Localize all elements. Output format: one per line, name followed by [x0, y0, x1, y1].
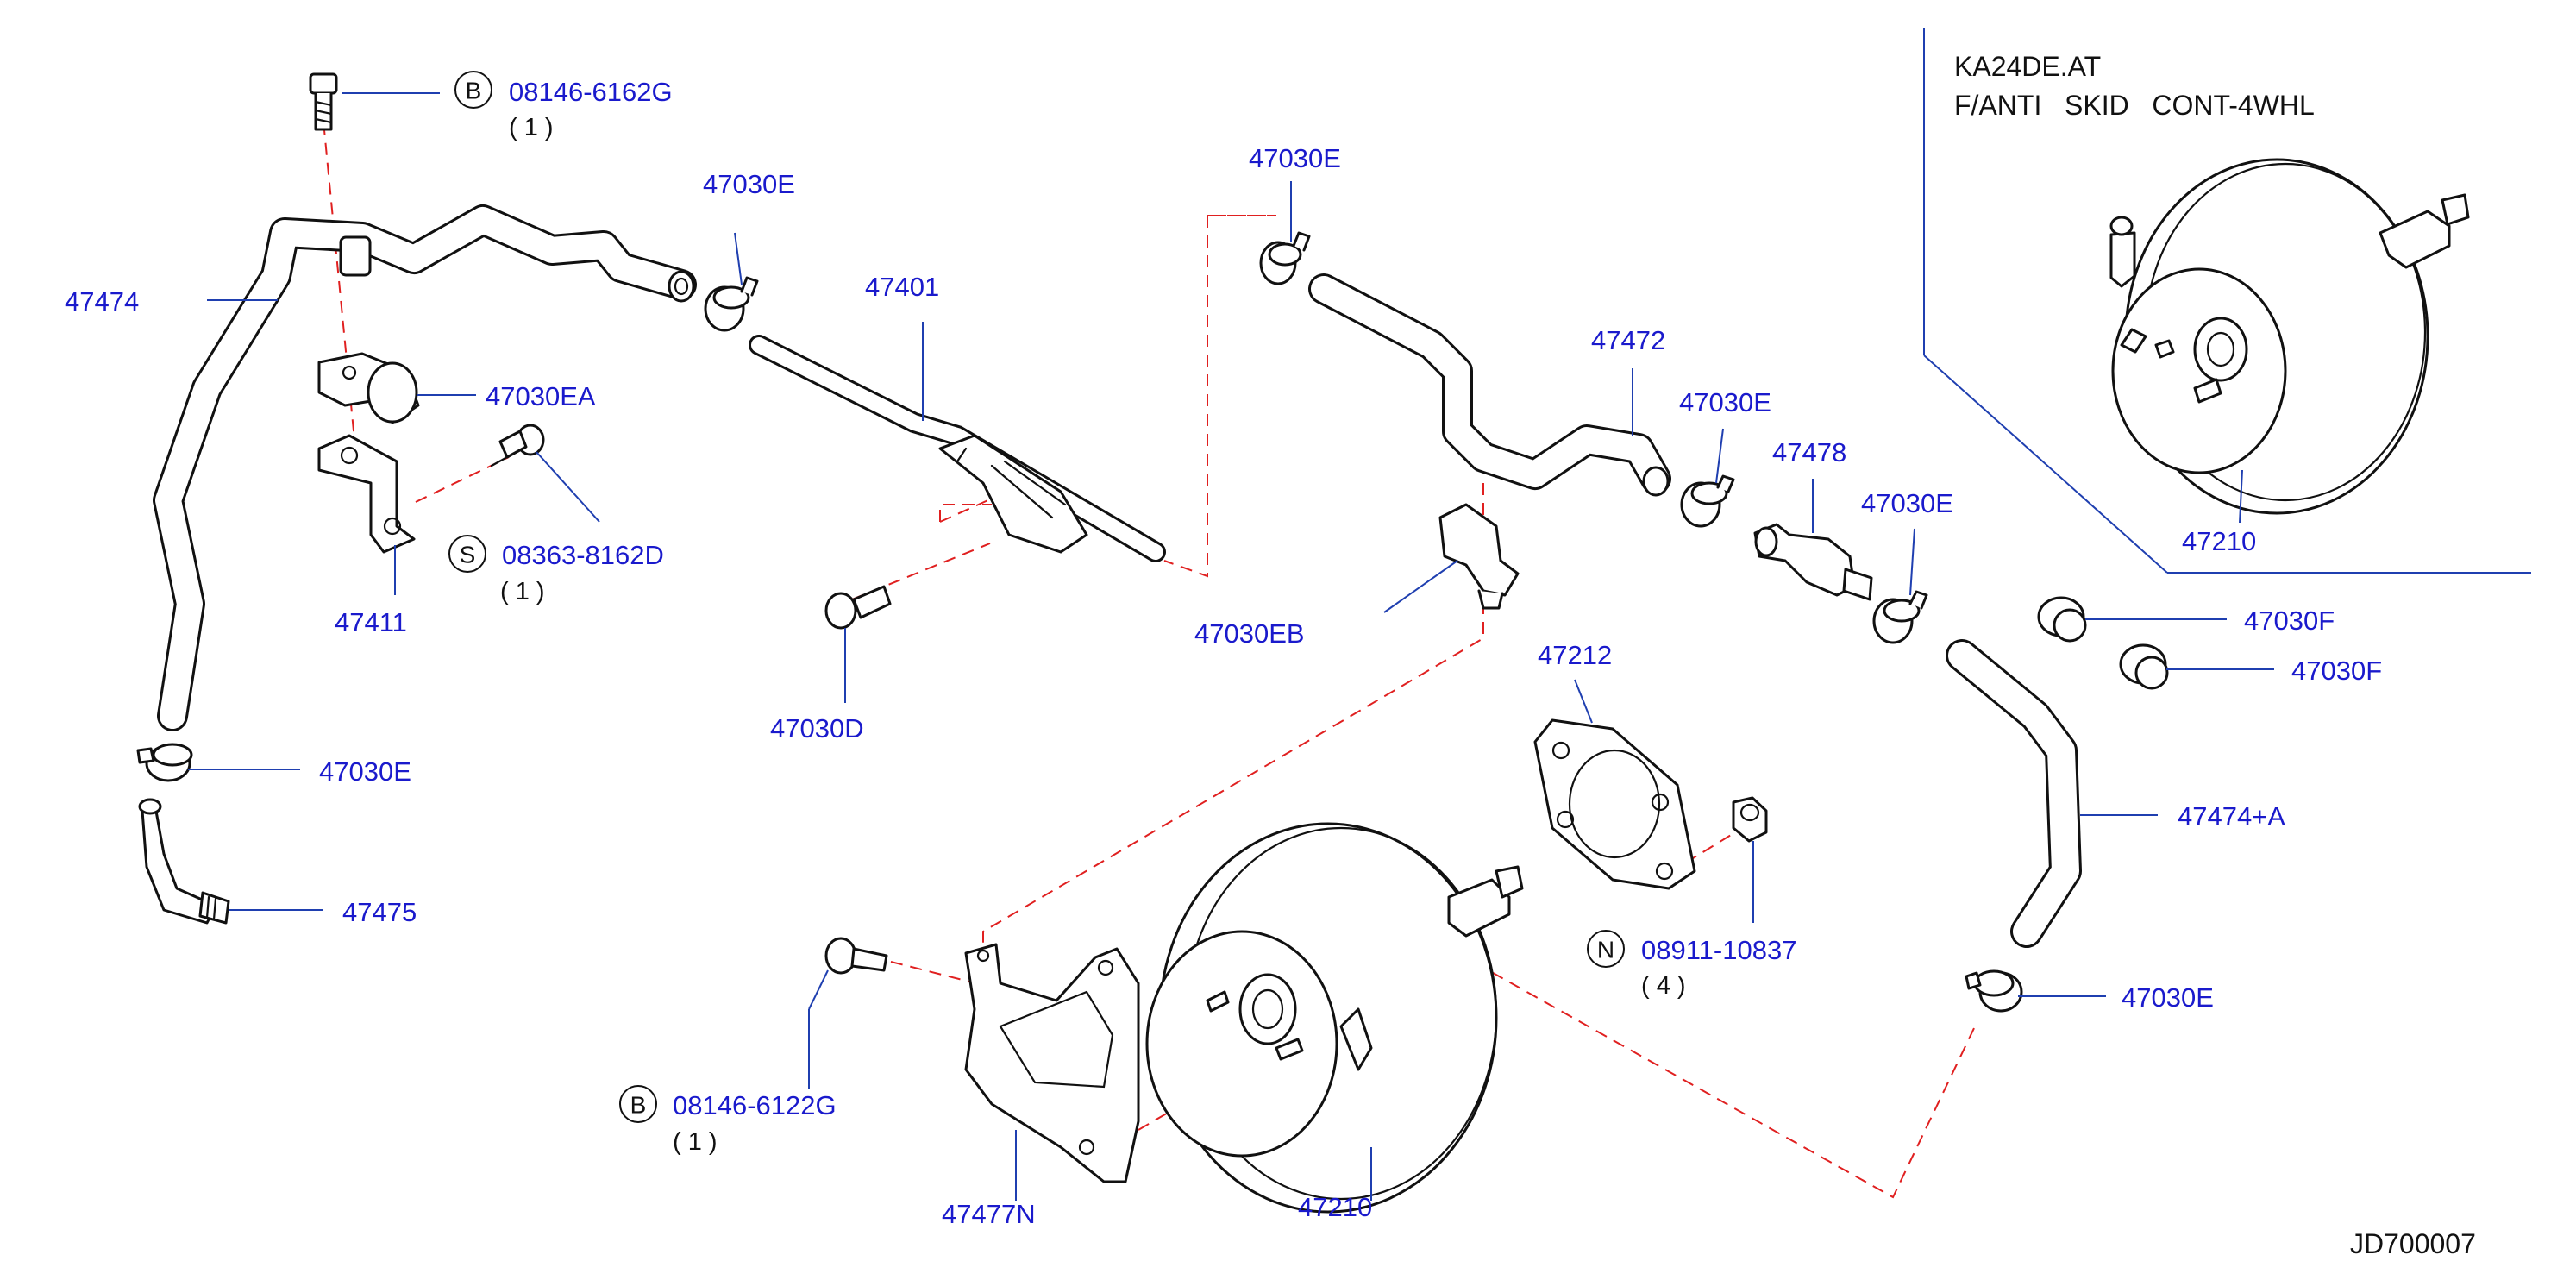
part-label-08363-8162d[interactable]: 08363-8162D	[502, 540, 664, 570]
part-label-47401[interactable]: 47401	[865, 272, 939, 302]
brake-booster-47210-main[interactable]	[1145, 822, 1524, 1214]
part-label-47478[interactable]: 47478	[1772, 437, 1846, 467]
part-label-47030e-f[interactable]: 47030E	[2122, 982, 2214, 1013]
elbow-connector-47475[interactable]	[138, 798, 230, 925]
circled-letter-b-1: B	[454, 71, 492, 109]
part-label-47030e-b[interactable]: 47030E	[1249, 143, 1341, 173]
part-label-47474[interactable]: 47474	[65, 286, 139, 317]
part-label-47411[interactable]: 47411	[335, 607, 407, 637]
hose-clamp-47030e-icon[interactable]	[704, 276, 759, 332]
variant-frame	[1923, 28, 2531, 574]
hose-clamp-47030ea-icon[interactable]	[317, 352, 420, 424]
part-label-47477n[interactable]: 47477N	[942, 1199, 1036, 1229]
bolt-47030d-icon[interactable]	[824, 585, 892, 630]
part-label-47030f-b[interactable]: 47030F	[2291, 656, 2382, 686]
part-label-08146-6122g[interactable]: 08146-6122G	[673, 1090, 837, 1120]
grommet-47030f-2-icon[interactable]	[2119, 643, 2169, 690]
circled-letter-b-2: B	[619, 1085, 657, 1123]
part-label-47030eb[interactable]: 47030EB	[1194, 618, 1305, 649]
part-label-47210-main[interactable]: 47210	[1298, 1192, 1372, 1222]
vacuum-pipe-47401[interactable]	[749, 335, 1166, 562]
part-label-47210-variant[interactable]: 47210	[2182, 526, 2256, 556]
qty-label-08911-10837: ( 4 )	[1641, 972, 1686, 1000]
part-label-47030e-a[interactable]: 47030E	[703, 169, 795, 199]
hose-clamp-47030e-br-icon[interactable]	[1965, 969, 2023, 1013]
part-label-47030e-d[interactable]: 47030E	[1679, 387, 1771, 417]
bolt-08146-6162g-icon[interactable]	[309, 72, 338, 131]
hose-clamp-47030e-left-icon[interactable]	[136, 743, 193, 782]
part-label-47474-a[interactable]: 47474+A	[2178, 801, 2285, 831]
variant-line-1: KA24DE.AT	[1954, 51, 2101, 82]
part-label-08146-6162g[interactable]: 08146-6162G	[509, 77, 673, 107]
part-label-47030ea[interactable]: 47030EA	[486, 381, 596, 411]
hose-clamp-47030e-right-icon[interactable]	[1872, 590, 1928, 644]
diagram-code: JD700007	[2350, 1228, 2476, 1259]
svg-text:S: S	[460, 542, 476, 568]
hose-clamp-47030e-mid-icon[interactable]	[1680, 474, 1735, 528]
check-valve-47478[interactable]	[1753, 523, 1873, 601]
variant-line-2: F/ANTI SKID CONT-4WHL	[1954, 90, 2315, 121]
bracket-47411-icon[interactable]	[317, 434, 416, 554]
gasket-47212[interactable]	[1533, 718, 1696, 890]
leader-lines	[188, 92, 2274, 1201]
vacuum-hose-47474[interactable]	[153, 204, 697, 731]
part-label-08911-10837[interactable]: 08911-10837	[1641, 935, 1796, 965]
part-label-47030e-e[interactable]: 47030E	[1861, 488, 1953, 518]
bolt-08363-8162d-icon[interactable]	[490, 424, 545, 467]
part-label-47212[interactable]: 47212	[1538, 640, 1612, 670]
circled-letter-n: N	[1587, 930, 1625, 968]
brake-booster-47210-variant[interactable]	[2109, 158, 2470, 515]
qty-label-08146-6122g: ( 1 )	[673, 1128, 718, 1156]
vacuum-hose-47474-a[interactable]	[1946, 639, 2082, 948]
bracket-47477n[interactable]	[964, 943, 1140, 1183]
svg-text:B: B	[466, 78, 482, 104]
nut-08911-10837-icon[interactable]	[1732, 796, 1768, 843]
hose-clamp-47030e-top-icon[interactable]	[1259, 231, 1311, 285]
grommet-47030f-1-icon[interactable]	[2037, 596, 2087, 643]
bolt-08146-6122g-icon[interactable]	[824, 937, 888, 975]
part-label-47030d[interactable]: 47030D	[770, 713, 864, 744]
part-label-47475[interactable]: 47475	[342, 897, 417, 927]
svg-text:N: N	[1597, 937, 1614, 963]
hose-connector-47030eb-icon[interactable]	[1438, 503, 1520, 610]
part-label-47472[interactable]: 47472	[1591, 325, 1665, 355]
svg-text:B: B	[630, 1092, 647, 1119]
circled-letter-s: S	[448, 535, 486, 573]
vacuum-hose-47472[interactable]	[1308, 273, 1671, 497]
part-label-47030f-a[interactable]: 47030F	[2244, 605, 2335, 636]
part-label-47030e-c[interactable]: 47030E	[319, 756, 411, 787]
qty-label-08146-6162g: ( 1 )	[509, 114, 554, 141]
qty-label-08363-8162d: ( 1 )	[500, 578, 545, 605]
